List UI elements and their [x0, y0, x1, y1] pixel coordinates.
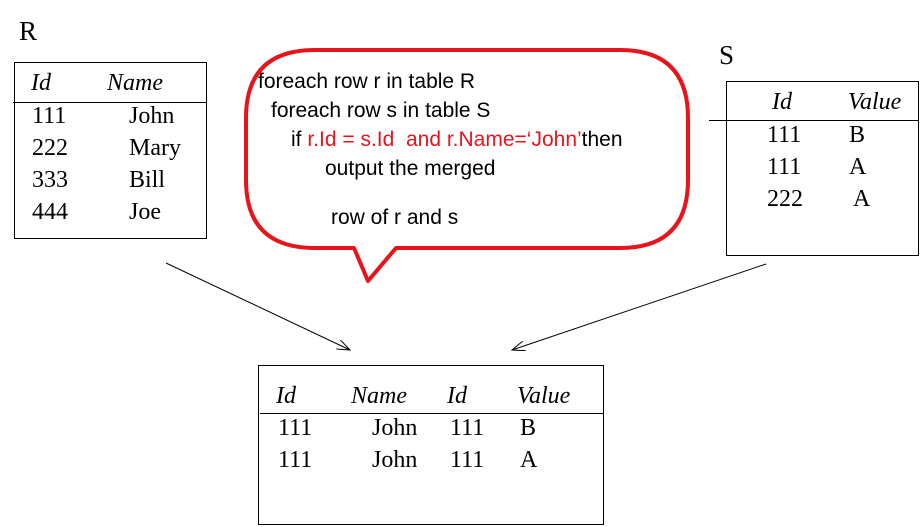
callout-then-keyword: then — [581, 128, 623, 151]
result-header-value: Value — [517, 383, 571, 409]
table-row: 444 — [32, 199, 68, 225]
table-s: Id Value 111 B 111 A 222 A — [726, 81, 919, 256]
table-r: Id Name 111 John 222 Mary 333 Bill 444 J… — [13, 62, 207, 239]
callout-line-4: output the merged — [325, 157, 496, 180]
table-row: 111 — [278, 447, 313, 473]
callout-line-1: foreach row r in table R — [258, 70, 476, 93]
table-row: 333 — [32, 167, 68, 193]
table-row: 111 — [450, 415, 485, 441]
table-row: 111 — [278, 415, 313, 441]
table-row: A — [853, 186, 871, 212]
table-s-header-divider — [709, 120, 919, 121]
table-r-header-divider — [13, 102, 206, 103]
callout-bubble — [244, 48, 690, 283]
arrow-s-to-result — [512, 263, 767, 350]
table-row: 111 — [450, 447, 485, 473]
result-header-id: Id — [276, 383, 296, 409]
callout-condition: r.Id = s.Id and r.Name=‘John’ — [307, 128, 582, 151]
result-header-id-2: Id — [447, 383, 467, 409]
table-row: Mary — [129, 135, 181, 161]
table-row: Bill — [129, 167, 166, 193]
table-row: 222 — [767, 186, 803, 212]
table-row: John — [372, 415, 418, 441]
callout-if-keyword: if — [291, 128, 302, 151]
table-row: John — [372, 447, 418, 473]
table-row: 111 — [767, 154, 802, 180]
callout-line-2: foreach row s in table S — [271, 99, 491, 122]
table-row: 111 — [32, 103, 67, 129]
result-header-divider — [260, 413, 603, 414]
table-row: Joe — [129, 199, 161, 225]
table-s-header-value: Value — [848, 89, 902, 115]
table-row: B — [849, 122, 866, 148]
table-row: 222 — [32, 135, 68, 161]
table-row: B — [520, 415, 537, 441]
result-table: Id Name Id Value 111 John 111 B 111 John… — [258, 365, 604, 525]
result-header-name: Name — [351, 383, 407, 409]
table-row: 111 — [767, 122, 802, 148]
table-r-label: R — [19, 16, 38, 46]
callout-line-5: row of r and s — [331, 206, 459, 229]
callout-line-3: if r.Id = s.Id and r.Name=‘John’then — [291, 128, 623, 152]
table-s-label: S — [719, 40, 735, 70]
table-r-header-id: Id — [31, 70, 51, 96]
table-row: A — [520, 447, 538, 473]
table-row: A — [849, 154, 867, 180]
arrow-r-to-result — [165, 262, 350, 350]
table-s-header-id: Id — [772, 89, 792, 115]
table-row: John — [129, 103, 175, 129]
table-r-header-name: Name — [107, 70, 163, 96]
